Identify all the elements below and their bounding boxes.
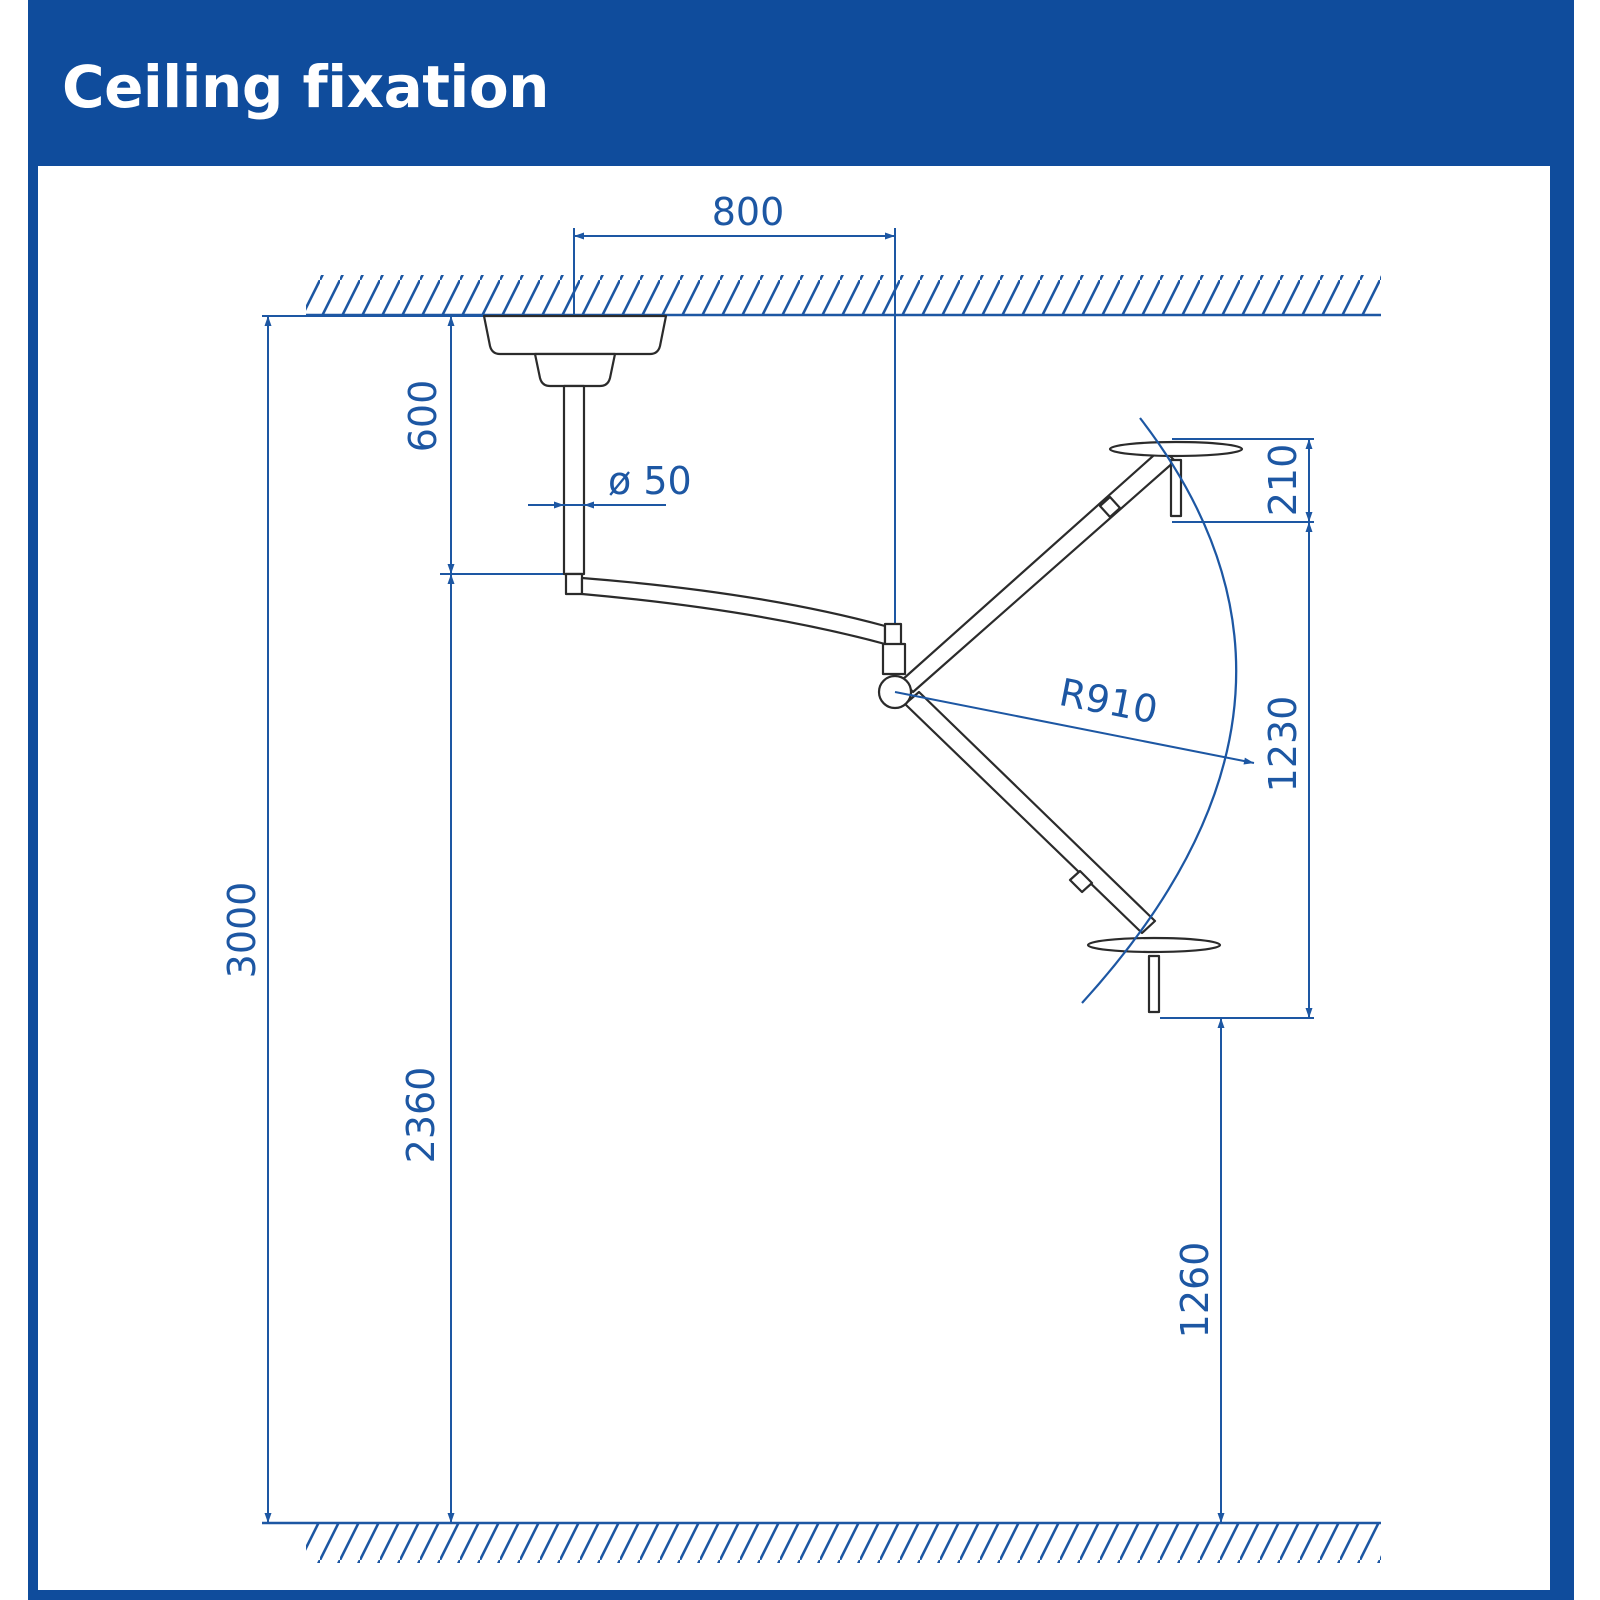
drawing-panel: 800 600 ø 50 210 R910 1230 3000 2360 126… bbox=[38, 166, 1550, 1590]
lower-arm-clamp bbox=[1068, 869, 1094, 894]
floor bbox=[262, 1521, 1381, 1563]
ceiling-light-arm bbox=[482, 314, 1244, 1014]
upper-spring-arm bbox=[900, 446, 1177, 694]
dimension-lines bbox=[264, 232, 1313, 1523]
tube-joint bbox=[564, 572, 584, 596]
dim-pivot-height: 2360 bbox=[399, 1067, 443, 1164]
page-title: Ceiling fixation bbox=[62, 53, 549, 121]
page-frame: Ceiling fixation bbox=[28, 0, 1574, 1600]
dim-tube-length: 600 bbox=[401, 380, 445, 453]
technical-drawing: 800 600 ø 50 210 R910 1230 3000 2360 126… bbox=[220, 190, 1381, 1563]
ceiling-canopy bbox=[482, 314, 668, 356]
canopy-neck bbox=[533, 352, 617, 388]
dim-arm-reach: 800 bbox=[712, 190, 785, 234]
dim-line-radius bbox=[894, 691, 1255, 765]
upper-arm-clamp bbox=[1098, 495, 1122, 519]
extension-lines bbox=[262, 228, 1314, 1019]
pivot-housing bbox=[881, 642, 907, 676]
ceiling bbox=[306, 275, 1381, 317]
lower-lamp-handle bbox=[1147, 954, 1161, 1014]
arm-joint bbox=[883, 622, 903, 648]
radius-arc bbox=[1081, 417, 1238, 1004]
suspension-tube bbox=[562, 384, 586, 576]
upper-lamp-handle bbox=[1169, 458, 1183, 518]
dim-room-height: 3000 bbox=[220, 882, 264, 979]
dim-radius: R910 bbox=[1056, 670, 1162, 732]
lower-spring-arm bbox=[903, 690, 1157, 935]
dim-min-head-height: 1260 bbox=[1173, 1242, 1217, 1339]
dim-vertical-travel: 1230 bbox=[1261, 696, 1305, 793]
lower-lamp-head bbox=[1086, 936, 1222, 954]
header-banner: Ceiling fixation bbox=[28, 0, 1574, 166]
horizontal-arm bbox=[580, 576, 887, 646]
dim-head-height: 210 bbox=[1261, 444, 1305, 517]
dim-tube-diameter: ø 50 bbox=[608, 459, 692, 503]
upper-lamp-head bbox=[1108, 440, 1244, 458]
